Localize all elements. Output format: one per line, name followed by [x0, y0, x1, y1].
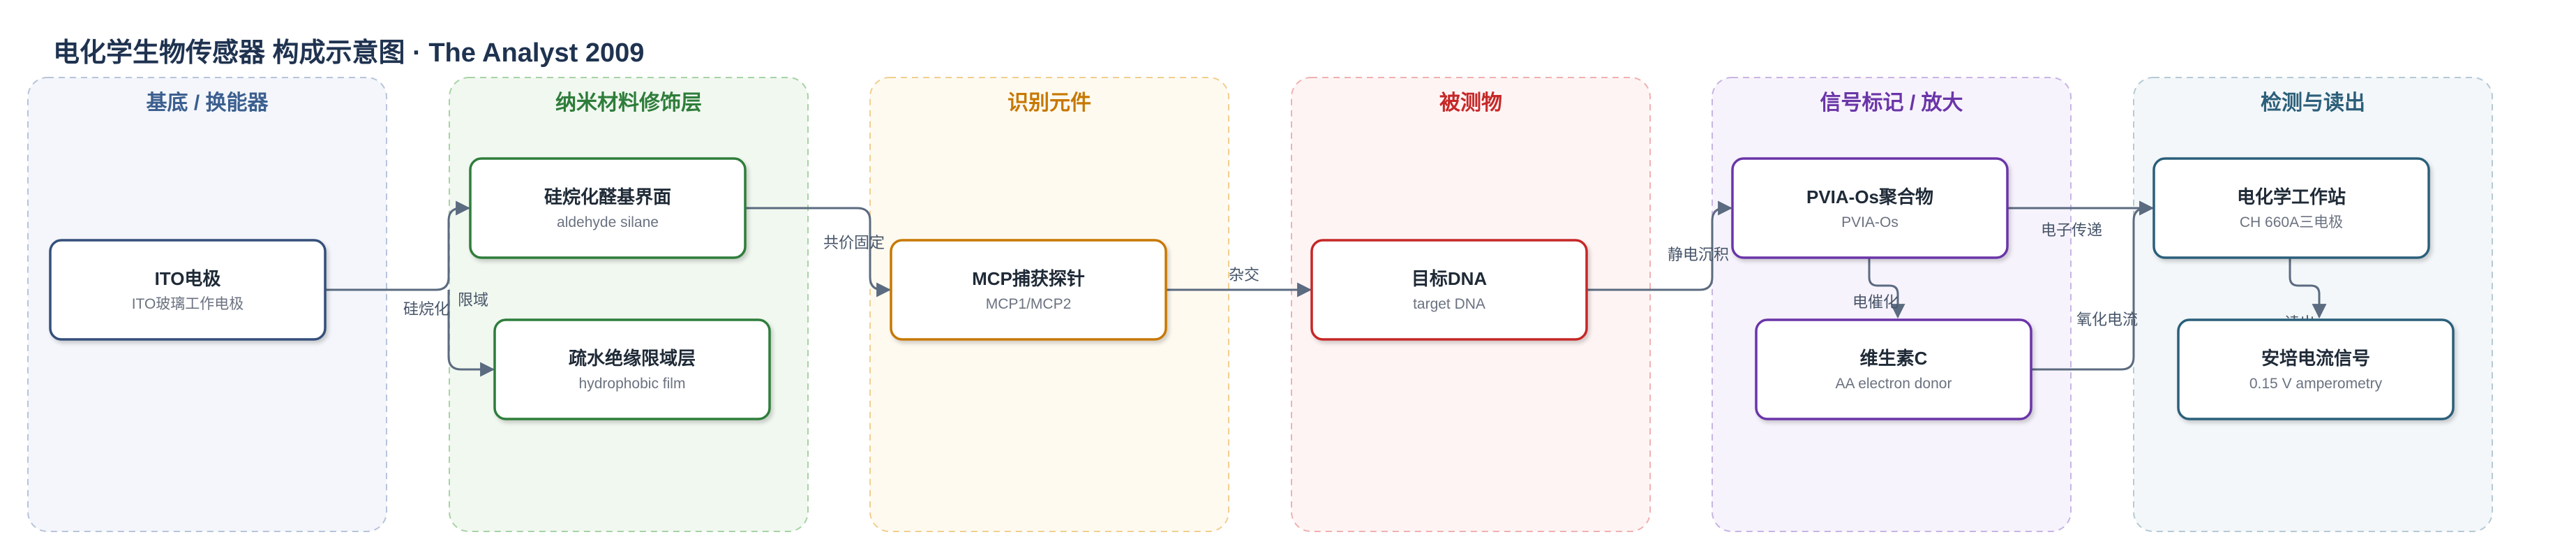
node-subtitle: ITO玻璃工作电极 [132, 296, 244, 312]
node-title: 硅烷化醛基界面 [544, 186, 671, 207]
node-title: 目标DNA [1411, 268, 1488, 289]
edge-label-pvia-vitc: 电催化 [1852, 293, 1899, 311]
node-amperometry: 安培电流信号 0.15 V amperometry [2177, 318, 2455, 420]
lane-title-substrate: 基底 / 换能器 [146, 91, 269, 115]
node-subtitle: 0.15 V amperometry [2249, 376, 2383, 392]
lane-detection: 检测与读出 [2133, 77, 2493, 532]
edge-label-mcp-dna: 杂交 [1229, 266, 1259, 284]
edge-ald-mcp [745, 207, 892, 297]
node-title: MCP捕获探针 [972, 268, 1085, 289]
node-title: 维生素C [1860, 348, 1928, 369]
lane-title-signal: 信号标记 / 放大 [1820, 91, 1963, 115]
node-subtitle: target DNA [1413, 296, 1485, 312]
lane-title-recognition: 识别元件 [1008, 91, 1091, 115]
node-target-dna: 目标DNA target DNA [1310, 239, 1588, 341]
lane-title-detection: 检测与读出 [2261, 91, 2365, 115]
node-vitamin-c: 维生素C AA electron donor [1755, 318, 2032, 420]
edge-dna-pvia [1587, 200, 1733, 291]
node-ito-electrode: ITO电极 ITO玻璃工作电极 [49, 239, 327, 341]
node-title: ITO电极 [155, 268, 222, 289]
node-pvia-os: PVIA-Os聚合物 PVIA-Os [1731, 157, 2009, 259]
edges [325, 200, 2327, 377]
node-title: PVIA-Os聚合物 [1806, 186, 1933, 207]
node-subtitle: CH 660A三电极 [2240, 214, 2343, 230]
node-workstation: 电化学工作站 CH 660A三电极 [2152, 157, 2430, 259]
lane-title-nano: 纳米材料修饰层 [555, 91, 702, 115]
edge-label-dna-pvia: 静电沉积 [1668, 246, 1729, 263]
node-mcp-probe: MCP捕获探针 MCP1/MCP2 [890, 239, 1167, 341]
node-subtitle: PVIA-Os [1841, 214, 1899, 230]
edge-ito-ald [325, 200, 471, 291]
node-hydrophobic-film: 疏水绝缘限域层 hydrophobic film [493, 318, 771, 420]
edge-vitc-chi [2031, 200, 2155, 371]
node-subtitle: hydrophobic film [579, 376, 686, 392]
node-aldehyde-silane: 硅烷化醛基界面 aldehyde silane [469, 157, 747, 259]
edge-labels: 硅烷化 限域 共价固定 杂交 静电沉积 电子传递 电催化 氧化电流 读出 [403, 221, 2315, 332]
node-subtitle: aldehyde silane [557, 214, 659, 230]
node-subtitle: MCP1/MCP2 [986, 296, 1072, 312]
edge-label-ald-mcp: 共价固定 [823, 234, 885, 251]
edge-chi-amp [2289, 258, 2327, 319]
edge-ito-hyd [447, 290, 495, 377]
edge-label-ito-hyd: 限域 [458, 291, 488, 309]
edge-label-pvia-chi: 电子传递 [2041, 221, 2102, 239]
diagram-title: 电化学生物传感器 构成示意图 · The Analyst 2009 [53, 38, 644, 68]
lane-title-analyte: 被测物 [1439, 91, 1502, 115]
edge-label-vitc-chi: 氧化电流 [2076, 311, 2138, 328]
node-title: 电化学工作站 [2237, 186, 2346, 207]
node-title: 安培电流信号 [2261, 348, 2370, 369]
node-subtitle: AA electron donor [1836, 376, 1952, 392]
edge-pvia-vitc [1868, 258, 1905, 319]
edge-label-ito-ald: 硅烷化 [403, 300, 449, 318]
lane-nano: 纳米材料修饰层 [449, 77, 809, 532]
node-title: 疏水绝缘限域层 [569, 348, 696, 369]
